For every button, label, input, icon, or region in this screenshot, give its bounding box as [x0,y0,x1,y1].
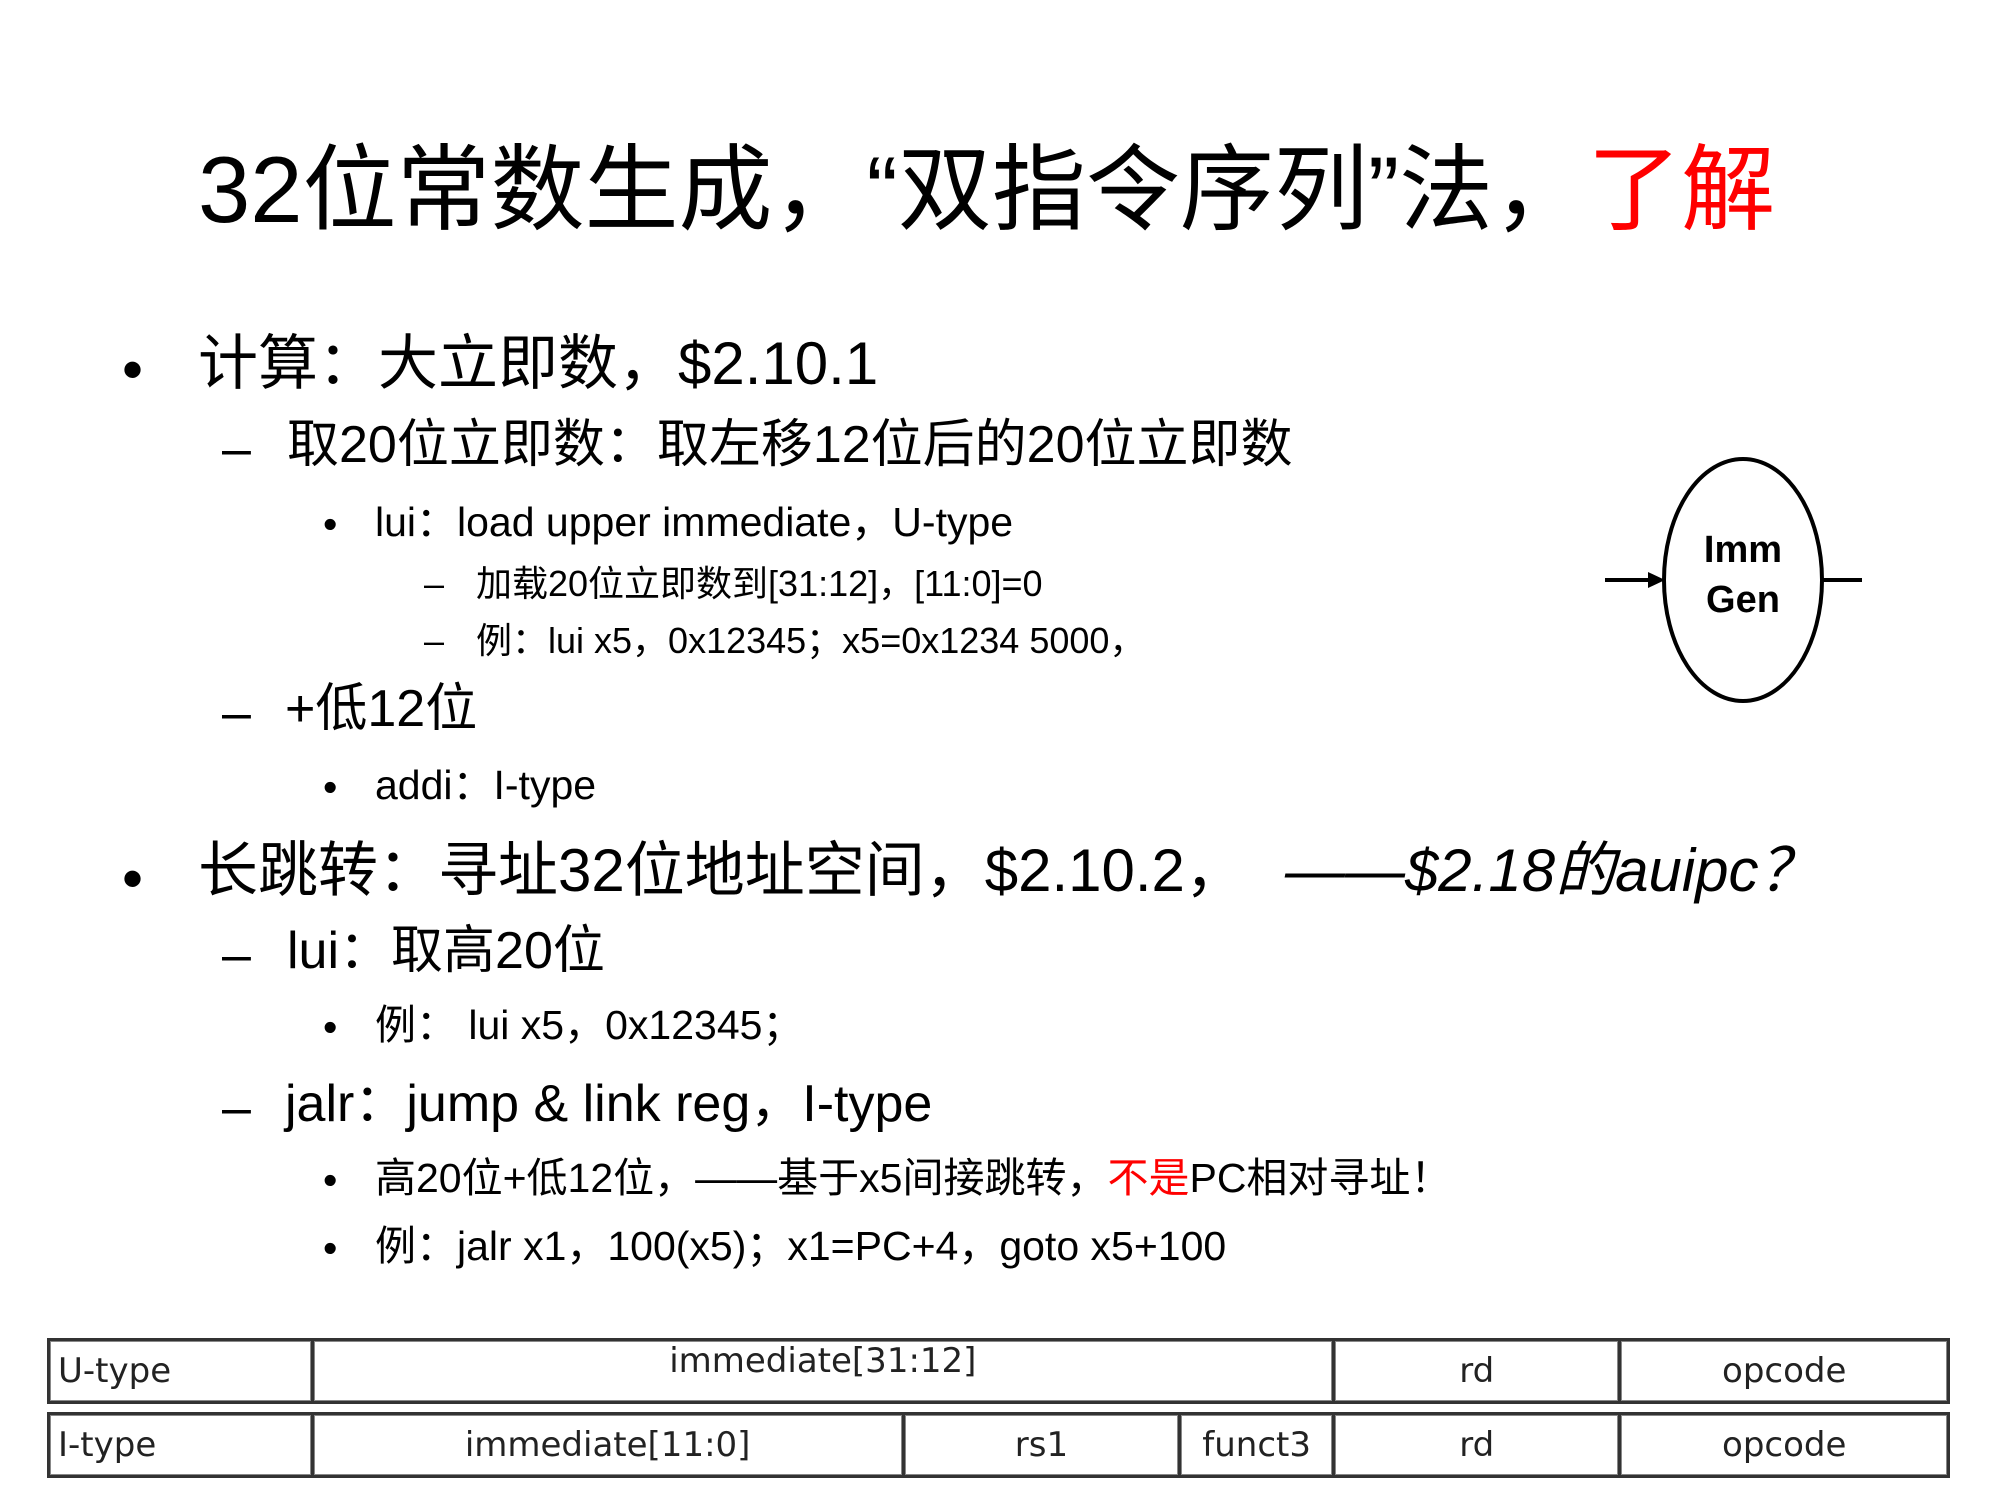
cell-format-name: U-type [47,1338,314,1404]
bullet-marker: – [222,420,251,478]
cell-immediate: immediate[31:12] [310,1338,1336,1404]
imm-gen-label-1: Imm [1704,529,1782,571]
bullet-marker: – [424,563,445,604]
bullet-text: lui：取高20位 [287,922,605,980]
bullet-marker: – [424,620,445,661]
bullet-text-italic: ——$2.18的auipc？ [1284,837,1819,904]
bullet-text: addi：I-type [375,762,597,808]
bullet-text: +低12位 [285,680,478,738]
cell-format-name: I-type [47,1412,314,1478]
cell-opcode: opcode [1618,1338,1950,1404]
bullet-text: 高20位+低12位，——基于x5间接跳转，不是PC相对寻址！ [375,1155,1451,1202]
imm-gen-diagram: Imm Gen [1605,457,1862,703]
bullet-marker: – [222,1079,251,1137]
table-row-spacer [49,1403,1949,1414]
bullet-marker: – [222,684,251,742]
slide-title: 32位常数生成，“双指令序列”法，了解 [198,138,1775,241]
bullet-text: 计算：大立即数，$2.10.1 [198,330,879,397]
bullet-marker: • [122,845,144,912]
bullet-text-main: 长跳转：寻址32位地址空间，$2.10.2， [198,837,1245,904]
bullet-marker: • [323,501,338,547]
cell-immediate: immediate[11:0] [310,1412,905,1478]
imm-gen-label-2: Gen [1706,579,1780,621]
cell-rd: rd [1332,1338,1622,1404]
bullet-text: 加载20位立即数到[31:12]，[11:0]=0 [476,563,1043,604]
bullet-text: 例： lui x5，0x12345； [375,1002,804,1048]
title-main: 32位常数生成，“双指令序列”法， [198,137,1588,242]
bullet-text: jalr：jump & link reg，I-type [285,1075,933,1133]
bullet-text: 例：lui x5，0x12345；x5=0x1234 5000， [476,620,1146,661]
bullet-text: 取20位立即数：取左移12位后的20位立即数 [287,416,1293,474]
imm-gen-input-arrow [1648,572,1665,588]
bullet-text: lui：load upper immediate，U-type [375,499,1014,545]
bullet-marker: • [323,764,338,810]
bullet-marker: • [323,1157,338,1203]
title-highlight: 了解 [1587,137,1776,242]
cell-opcode: opcode [1618,1412,1950,1478]
bullet-marker: • [323,1225,338,1271]
table-row-i-type: I-type immediate[11:0] rs1 funct3 rd opc… [47,1412,1950,1478]
cell-funct3: funct3 [1178,1412,1336,1478]
cell-rd: rd [1332,1412,1622,1478]
bullet-marker: • [323,1004,338,1050]
cell-rs1: rs1 [901,1412,1182,1478]
bullet-text-b: PC相对寻址！ [1189,1155,1452,1201]
bullet-text: 例：jalr x1，100(x5)；x1=PC+4，goto x5+100 [375,1223,1227,1269]
bullet-text-red: 不是 [1107,1155,1190,1201]
bullet-text: 长跳转：寻址32位地址空间，$2.10.2， ——$2.18的auipc？ [198,836,1819,905]
table-row-u-type: U-type immediate[31:12] rd opcode [47,1338,1950,1404]
bullet-text-a: 高20位+低12位，——基于x5间接跳转， [375,1155,1108,1201]
bullet-marker: – [222,926,251,984]
format-table: U-type immediate[31:12] rd opcode I-type… [47,1338,1950,1478]
bullet-marker: • [122,336,144,403]
